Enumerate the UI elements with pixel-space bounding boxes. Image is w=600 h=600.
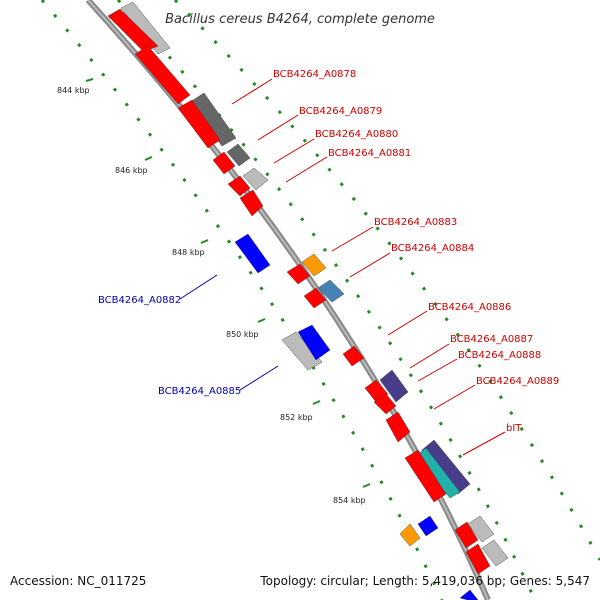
gene-block — [399, 523, 421, 547]
gene-label[interactable]: bIT — [506, 423, 522, 434]
gene-block — [107, 8, 159, 53]
gene-block — [212, 151, 236, 175]
gene-block — [239, 189, 264, 217]
gene-blocks — [107, 1, 509, 600]
gene-label[interactable]: BCB4264_A0886 — [428, 302, 511, 313]
gene-label[interactable]: BCB4264_A0880 — [315, 129, 398, 140]
tick-label: 848 kbp — [172, 248, 205, 257]
gene-label[interactable]: BCB4264_A0883 — [374, 217, 457, 228]
gene-block — [404, 449, 447, 503]
gene-block — [281, 331, 323, 371]
gene-block — [234, 233, 271, 274]
gene-label[interactable]: BCB4264_A0884 — [391, 243, 474, 254]
tick-rings — [40, 0, 600, 600]
gene-label[interactable]: BCB4264_A0878 — [273, 69, 356, 80]
topology-text: Topology: circular; Length: 5,419,036 bp… — [260, 574, 590, 588]
gene-label[interactable]: BCB4264_A0889 — [476, 376, 559, 387]
gene-block — [226, 143, 251, 167]
tick-label: 852 kbp — [280, 413, 313, 422]
gene-label[interactable]: BCB4264_A0887 — [450, 334, 533, 345]
gene-block — [242, 167, 269, 191]
gene-block — [459, 589, 479, 600]
gene-block — [227, 175, 251, 197]
tick-label: 850 kbp — [226, 330, 259, 339]
tick-marks — [85, 78, 371, 488]
leader-lines — [179, 78, 506, 456]
gene-block — [454, 521, 479, 549]
gene-block — [303, 287, 327, 309]
gene-label[interactable]: BCB4264_A0885 — [158, 386, 241, 397]
gene-block — [379, 369, 409, 403]
gene-block — [465, 543, 491, 575]
gene-block — [297, 324, 331, 361]
map-title: Bacillus cereus B4264, complete genome — [165, 12, 435, 27]
tick-label: 844 kbp — [57, 86, 90, 95]
gene-block — [134, 45, 191, 105]
tick-label: 854 kbp — [333, 496, 366, 505]
gene-label[interactable]: BCB4264_A0888 — [458, 350, 541, 361]
gene-block — [467, 515, 495, 543]
gene-block — [373, 393, 397, 415]
gene-block — [417, 515, 439, 537]
gene-block — [286, 263, 311, 285]
gene-block — [481, 539, 509, 567]
gene-label[interactable]: BCB4264_A0882 — [98, 295, 181, 306]
gene-block — [317, 279, 345, 303]
gene-block — [301, 253, 327, 277]
tick-label: 846 kbp — [115, 166, 148, 175]
gene-block — [342, 345, 365, 367]
gene-label[interactable]: BCB4264_A0879 — [299, 106, 382, 117]
gene-block — [385, 411, 411, 443]
gene-label[interactable]: BCB4264_A0881 — [328, 148, 411, 159]
accession-text: Accession: NC_011725 — [10, 574, 147, 588]
gene-block — [177, 99, 221, 149]
